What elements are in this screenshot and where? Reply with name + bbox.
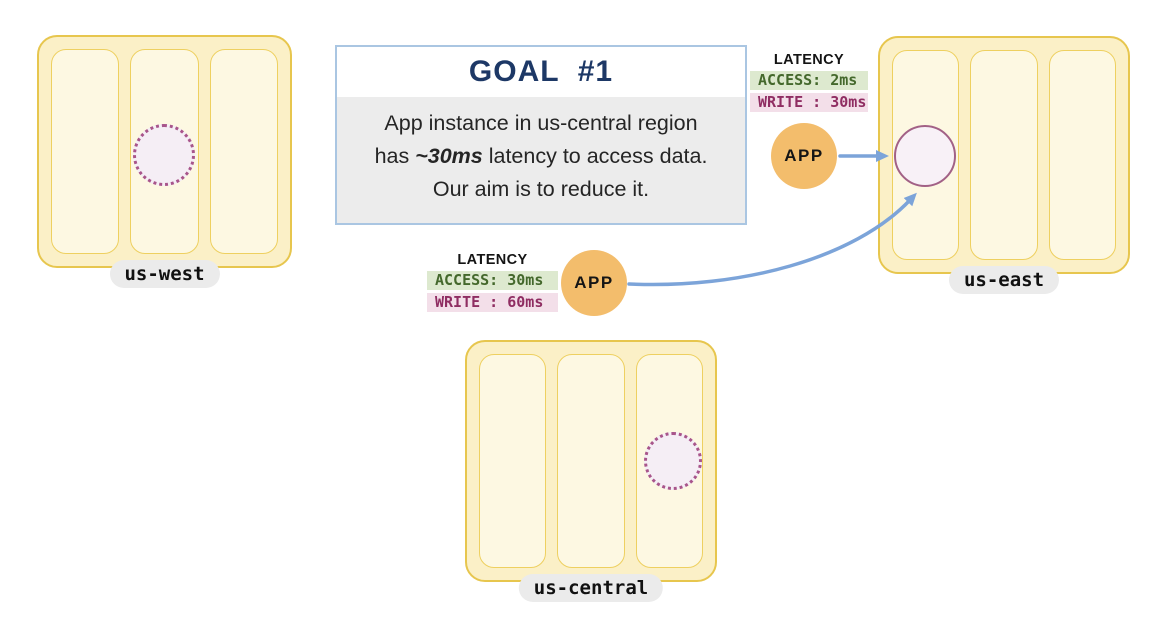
region-label-us-west: us-west	[109, 260, 220, 288]
data-placeholder-circle-us-central	[644, 432, 702, 490]
latency-write-value: WRITE : 60ms	[427, 293, 558, 312]
data-circle-us-east	[894, 125, 956, 187]
latency-block-central: LATENCY ACCESS: 30ms WRITE : 60ms	[427, 252, 558, 312]
goal-line2-pre: has	[374, 144, 416, 168]
latency-title: LATENCY	[457, 252, 528, 268]
zone-slot	[479, 354, 547, 568]
goal-line3: Our aim is to reduce it.	[432, 177, 650, 201]
latency-block-east: LATENCY ACCESS: 2ms WRITE : 30ms	[750, 52, 868, 112]
data-placeholder-circle-us-west	[133, 124, 195, 186]
zone-slot	[209, 49, 278, 254]
goal-body-text: App instance in us-central region has ~3…	[337, 97, 745, 223]
zone-slot	[1048, 50, 1116, 260]
zone-slot	[970, 50, 1038, 260]
latency-access-value: ACCESS: 30ms	[427, 271, 558, 290]
zone-slot	[51, 49, 120, 254]
zone-slot	[557, 354, 625, 568]
region-label-us-east: us-east	[948, 266, 1060, 294]
app-label: APP	[574, 273, 614, 292]
goal-line1: App instance in us-central region	[384, 111, 698, 135]
app-instance-central: APP	[561, 250, 627, 316]
app-instance-east: APP	[771, 123, 837, 189]
latency-access-value: ACCESS: 2ms	[750, 71, 868, 90]
goal-box: GOAL #1 App instance in us-central regio…	[335, 45, 747, 225]
region-label-us-central: us-central	[518, 574, 664, 602]
goal-title: GOAL #1	[468, 55, 614, 88]
goal-line2-emphasis: ~30ms	[415, 144, 483, 168]
latency-title: LATENCY	[773, 52, 845, 68]
goal-line2-post: latency to access data.	[482, 144, 708, 168]
latency-write-value: WRITE : 30ms	[750, 93, 868, 112]
app-label: APP	[784, 146, 824, 165]
